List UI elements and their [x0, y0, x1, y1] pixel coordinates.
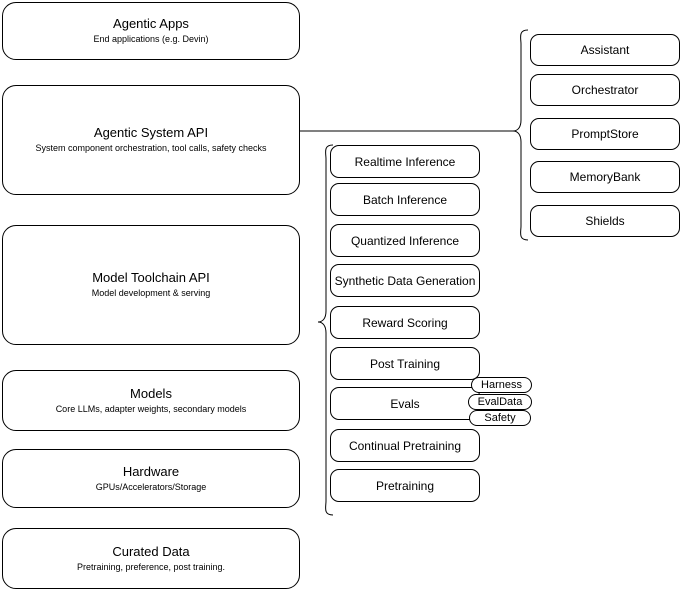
capability-label: PromptStore	[571, 127, 639, 141]
capability-realtime-inference[interactable]: Realtime Inference	[330, 145, 480, 178]
capability-quantized-inference[interactable]: Quantized Inference	[330, 224, 480, 257]
badge-label: Harness	[481, 378, 522, 391]
capability-label: Evals	[390, 396, 420, 411]
layer-hardware[interactable]: Hardware GPUs/Accelerators/Storage	[2, 449, 300, 508]
capability-synthetic-data-generation[interactable]: Synthetic Data Generation	[330, 264, 480, 297]
badge-evaldata[interactable]: EvalData	[468, 394, 532, 410]
capability-batch-inference[interactable]: Batch Inference	[330, 183, 480, 216]
layer-subtitle: Pretraining, preference, post training.	[76, 561, 226, 572]
layer-models[interactable]: Models Core LLMs, adapter weights, secon…	[2, 370, 300, 431]
capability-continual-pretraining[interactable]: Continual Pretraining	[330, 429, 480, 462]
layer-subtitle: End applications (e.g. Devin)	[93, 34, 209, 44]
capability-label: Synthetic Data Generation	[334, 273, 476, 288]
badge-label: EvalData	[477, 395, 523, 408]
layer-curated-data[interactable]: Curated Data Pretraining, preference, po…	[2, 528, 300, 589]
layer-subtitle: GPUs/Accelerators/Storage	[95, 481, 207, 492]
capability-label: MemoryBank	[569, 170, 641, 184]
badge-label: Safety	[484, 411, 516, 424]
capability-label: Realtime Inference	[354, 154, 456, 169]
layer-subtitle: Core LLMs, adapter weights, secondary mo…	[55, 403, 247, 414]
capability-reward-scoring[interactable]: Reward Scoring	[330, 306, 480, 339]
layer-agentic-apps[interactable]: Agentic Apps End applications (e.g. Devi…	[2, 2, 300, 60]
layer-title: Agentic Apps	[113, 16, 189, 31]
capability-label: Pretraining	[375, 478, 435, 493]
layer-agentic-system-api[interactable]: Agentic System API System component orch…	[2, 85, 300, 195]
capability-evals[interactable]: Evals	[330, 387, 480, 420]
capability-shields[interactable]: Shields	[530, 205, 680, 237]
layer-title: Model Toolchain API	[92, 270, 210, 285]
brace-system-capabilities	[512, 29, 529, 241]
capability-label: Reward Scoring	[362, 315, 448, 330]
capability-label: Post Training	[369, 356, 441, 371]
capability-label: Batch Inference	[362, 192, 448, 207]
capability-label: Orchestrator	[571, 83, 639, 97]
badge-safety[interactable]: Safety	[469, 410, 531, 426]
capability-post-training[interactable]: Post Training	[330, 347, 480, 380]
badge-harness[interactable]: Harness	[471, 377, 532, 393]
layer-subtitle: System component orchestration, tool cal…	[35, 143, 267, 153]
capability-orchestrator[interactable]: Orchestrator	[530, 74, 680, 106]
capability-promptstore[interactable]: PromptStore	[530, 118, 680, 150]
capability-label: Quantized Inference	[350, 233, 460, 248]
capability-pretraining[interactable]: Pretraining	[330, 469, 480, 502]
layer-title: Hardware	[122, 463, 180, 479]
layer-title: Models	[130, 385, 172, 401]
layer-subtitle: Model development & serving	[91, 288, 211, 298]
layer-title: Agentic System API	[93, 125, 209, 140]
capability-assistant[interactable]: Assistant	[530, 34, 680, 66]
capability-label: Continual Pretraining	[348, 438, 462, 453]
capability-label: Shields	[585, 214, 625, 228]
capability-memorybank[interactable]: MemoryBank	[530, 161, 680, 193]
layer-title: Curated Data	[112, 543, 190, 559]
layer-model-toolchain-api[interactable]: Model Toolchain API Model development & …	[2, 225, 300, 345]
capability-label: Assistant	[580, 43, 630, 57]
